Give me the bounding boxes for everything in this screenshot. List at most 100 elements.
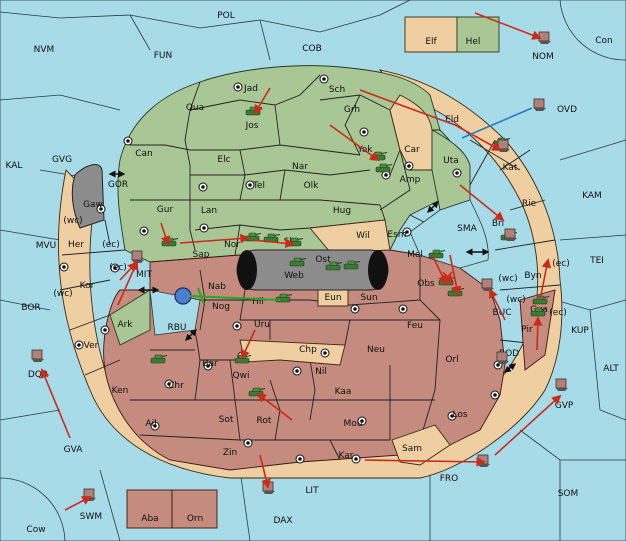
province-label-ken: Ken xyxy=(112,386,129,396)
sea-label-gvp: GVP xyxy=(555,401,574,411)
sea-label-gvg: GVG xyxy=(52,155,72,165)
corner-sea-cow xyxy=(0,477,66,541)
province-label-elc: Elc xyxy=(217,155,230,165)
fleet-unit xyxy=(533,98,547,112)
province-label-ver: Ver xyxy=(84,341,99,351)
sea-label-cow: Cow xyxy=(26,525,45,535)
province-label-esm: Esm xyxy=(387,230,406,240)
province-label-sun: Sun xyxy=(360,293,377,303)
province-label-sam: Sam xyxy=(402,444,422,454)
province-label-uru: Uru xyxy=(254,320,270,330)
coast-marker: (wc) xyxy=(498,274,517,284)
province-sam[interactable] xyxy=(391,424,451,466)
province-label-bar: Bar xyxy=(202,359,218,369)
province-label-lan: Lan xyxy=(201,206,217,216)
province-label-amp: Amp xyxy=(400,175,421,185)
province-label-jos: Jos xyxy=(245,121,259,131)
province-label-feu: Feu xyxy=(407,321,423,331)
province-label-gur: Gur xyxy=(157,205,174,215)
province-label-nar: Nar xyxy=(292,162,308,172)
sea-label-dqr: DQR xyxy=(28,370,48,380)
province-label-mel: Mel xyxy=(407,250,423,260)
impassable-center xyxy=(236,249,389,291)
province-label-nor: Nor xyxy=(224,240,240,250)
province-hel[interactable] xyxy=(456,16,500,53)
province-label-web: Web xyxy=(284,271,304,281)
sea-label-nom: NOM xyxy=(532,52,554,62)
province-label-sot: Sot xyxy=(219,415,234,425)
sea-label-kal: KAL xyxy=(6,161,23,171)
province-label-chp: Chp xyxy=(299,345,317,355)
province-label-uta: Uta xyxy=(443,156,459,166)
province-label-ail: Ail xyxy=(145,419,156,429)
province-elf[interactable] xyxy=(404,16,458,53)
island-aba-orn xyxy=(126,489,218,529)
province-ark[interactable] xyxy=(109,289,151,346)
province-label-elf: Elf xyxy=(425,37,437,47)
province-label-mou: Mou xyxy=(344,419,363,429)
province-label-rie: Rie xyxy=(522,199,537,209)
province-label-hug: Hug xyxy=(333,206,351,216)
province-label-byn: Byn xyxy=(524,271,541,281)
province-label-kor: Kor xyxy=(80,281,95,291)
center-lake-right xyxy=(368,250,388,290)
sea-label-fun: FUN xyxy=(154,51,173,61)
province-label-orl: Orl xyxy=(445,355,458,365)
sea-label-con: Con xyxy=(595,36,613,46)
province-label-aba: Aba xyxy=(141,514,158,524)
island-elf-hel xyxy=(404,16,500,53)
sea-label-rbu: RBU xyxy=(167,323,186,333)
passages xyxy=(108,170,517,373)
orders xyxy=(40,12,562,511)
fleet-unit xyxy=(504,228,518,242)
province-wil[interactable] xyxy=(309,219,391,253)
province-label-her: Her xyxy=(68,240,84,250)
coast-marker: (ec) xyxy=(552,259,570,269)
province-label-kat: Kat xyxy=(503,163,518,173)
sea-label-dax: DAX xyxy=(273,516,292,526)
center-lake-left xyxy=(237,250,257,290)
province-aba[interactable] xyxy=(126,489,173,529)
coast-marker: (ec) xyxy=(102,240,120,250)
province-label-zin: Zin xyxy=(223,448,237,458)
province-label-nil: Nil xyxy=(315,367,327,377)
province-label-nab: Nab xyxy=(208,282,226,292)
fleet-unit xyxy=(131,250,145,264)
province-label-qua: Qua xyxy=(186,103,204,113)
fleet-unit-blue xyxy=(174,287,192,305)
province-label-wil: Wil xyxy=(356,231,370,241)
province-label-can: Can xyxy=(135,149,153,159)
province-label-tel: Tel xyxy=(252,181,265,191)
province-label-kaa: Kaa xyxy=(335,387,352,397)
fleet-unit xyxy=(496,351,510,365)
province-gaw[interactable] xyxy=(71,164,105,229)
province-label-rot: Rot xyxy=(257,416,272,426)
coast-marker: (wc) xyxy=(53,289,72,299)
sea-label-gor: GOR xyxy=(108,180,128,190)
province-label-neu: Neu xyxy=(367,345,385,355)
fleet-unit xyxy=(538,31,552,45)
province-label-jad: Jad xyxy=(243,84,258,94)
sea-label-kam: KAM xyxy=(582,191,602,201)
province-label-olk: Olk xyxy=(304,181,320,191)
sea-label-nvm: NVM xyxy=(34,45,55,55)
province-label-qwi: Qwi xyxy=(233,371,250,381)
coast-marker: (ec) xyxy=(109,263,127,273)
province-label-orn: Orn xyxy=(187,514,203,524)
sea-label-bor: BOR xyxy=(21,303,40,313)
province-label-grh: Grh xyxy=(344,105,360,115)
ring-borders xyxy=(59,139,561,376)
province-car[interactable] xyxy=(389,94,433,171)
province-label-obs: Obs xyxy=(417,279,435,289)
sea-label-cob: COB xyxy=(302,44,322,54)
province-label-kar: Kar xyxy=(339,451,354,461)
province-label-eld: Eld xyxy=(445,115,459,125)
province-label-los: Los xyxy=(452,410,467,420)
province-orn[interactable] xyxy=(171,489,218,529)
province-label-hel: Hel xyxy=(466,37,481,47)
fleet-unit xyxy=(31,349,45,363)
province-label-bri: Bri xyxy=(492,219,504,229)
fleet-unit xyxy=(481,278,495,292)
